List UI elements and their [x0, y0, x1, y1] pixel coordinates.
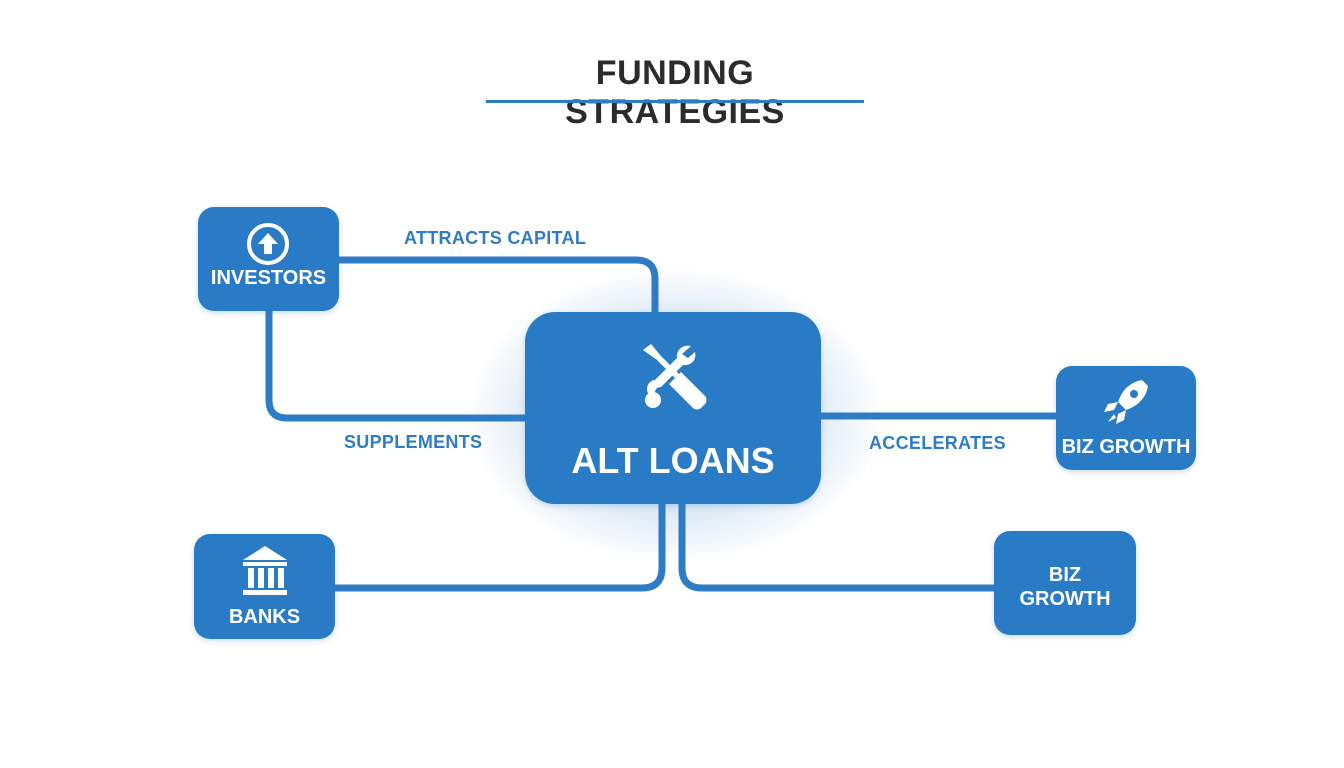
edge-supplements	[265, 306, 531, 422]
node-biz-growth-bottom[interactable]: BIZ GROWTH	[994, 531, 1136, 635]
rocket-icon	[1104, 380, 1148, 424]
node-investors[interactable]: INVESTORS	[198, 207, 339, 311]
node-biz-growth-bottom-line2: GROWTH	[1019, 588, 1111, 610]
edge-biz-growth-bottom	[678, 498, 1000, 592]
node-alt-loans[interactable]: ALT LOANS	[525, 312, 821, 504]
title-underline	[486, 100, 864, 103]
edge-attracts-capital	[334, 256, 659, 318]
edge-banks	[330, 498, 666, 592]
arrow-up-circle-icon	[247, 223, 289, 265]
edge-label-supplements: SUPPLEMENTS	[344, 432, 483, 452]
node-biz-growth-right[interactable]: BIZ GROWTH	[1056, 366, 1196, 470]
edge-label-accelerates: ACCELERATES	[869, 433, 1006, 453]
node-alt-loans-label: ALT LOANS	[571, 440, 775, 481]
node-investors-label: INVESTORS	[210, 267, 327, 289]
wrench-screwdriver-icon	[643, 344, 707, 410]
node-banks[interactable]: BANKS	[194, 534, 335, 639]
bank-building-icon	[243, 546, 287, 595]
edge-label-attracts-capital: ATTRACTS CAPITAL	[404, 228, 587, 248]
node-biz-growth-bottom-line1: BIZ	[1048, 564, 1082, 586]
page-title: FUNDING STRATEGIES	[565, 54, 785, 131]
node-banks-label: BANKS	[228, 606, 301, 628]
node-biz-growth-right-label: BIZ GROWTH	[1061, 436, 1191, 458]
